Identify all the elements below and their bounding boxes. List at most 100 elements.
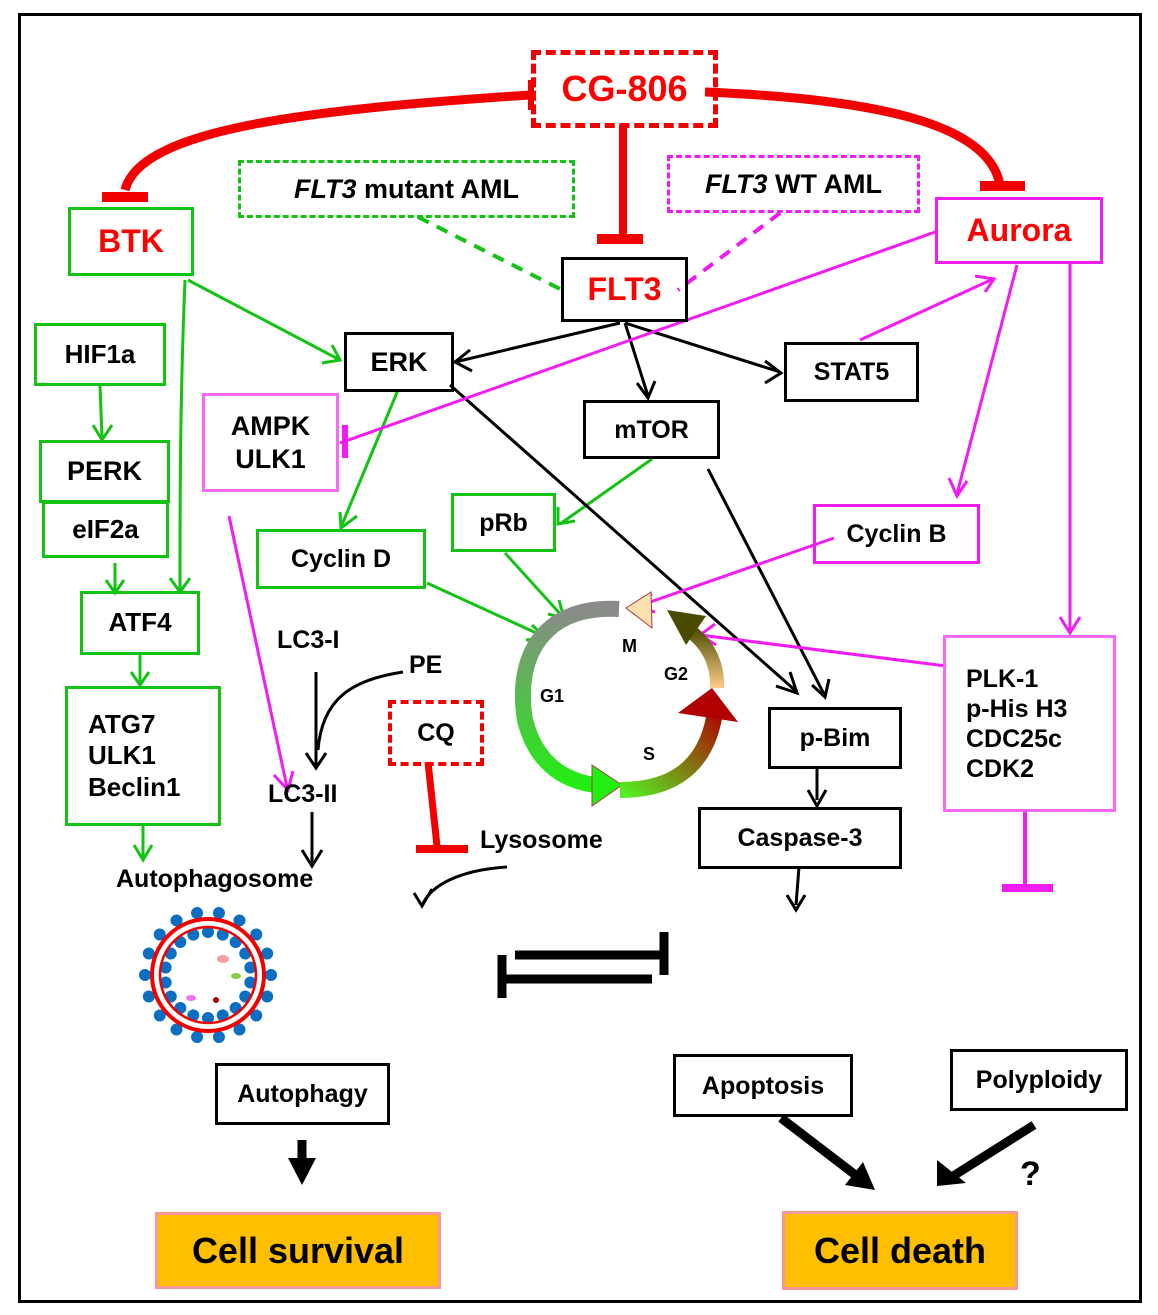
outcome-arrows bbox=[288, 1114, 1037, 1190]
node-prb[interactable]: pRb bbox=[451, 493, 556, 552]
node-label: mTOR bbox=[614, 415, 689, 444]
cargo-particle bbox=[231, 973, 241, 979]
label-lc3-ii: LC3-II bbox=[268, 780, 338, 808]
node-label: p-Bim bbox=[799, 724, 871, 752]
membrane-protein-dot bbox=[233, 1023, 246, 1036]
node-label: Cyclin D bbox=[290, 545, 392, 573]
phase-arrowhead-m bbox=[625, 591, 653, 630]
context-flt3-wt[interactable]: FLT3 WT AML bbox=[667, 155, 920, 213]
cargo-particle bbox=[186, 995, 196, 1001]
membrane-protein-dot bbox=[187, 1009, 200, 1022]
membrane-protein-dot bbox=[142, 947, 155, 960]
node-cyclin-b[interactable]: Cyclin B bbox=[813, 504, 980, 564]
membrane-protein-dot bbox=[250, 1009, 263, 1022]
membrane-protein-dot bbox=[153, 1009, 166, 1022]
node-label: ATF4 bbox=[108, 607, 172, 638]
node-cq[interactable]: CQ bbox=[388, 700, 484, 766]
process-apoptosis[interactable]: Apoptosis bbox=[673, 1054, 853, 1117]
outer-membrane bbox=[150, 917, 266, 1033]
phase-arrowhead-g2 bbox=[667, 610, 706, 645]
membrane-protein-dot bbox=[265, 969, 277, 981]
node-label-line: ULK1 bbox=[88, 740, 156, 771]
membrane-protein-dot bbox=[216, 1009, 229, 1022]
node-aurora[interactable]: Aurora bbox=[935, 197, 1103, 264]
phase-label-g2: G2 bbox=[664, 664, 688, 684]
membrane-protein-dot bbox=[244, 961, 257, 974]
inhibit-edge-cg806-aurora bbox=[704, 87, 1025, 191]
membrane-protein-dot bbox=[216, 928, 229, 941]
node-flt3[interactable]: FLT3 bbox=[561, 257, 688, 322]
node-p-bim[interactable]: p-Bim bbox=[768, 707, 902, 769]
context-flt3-mutant[interactable]: FLT3 mutant AML bbox=[238, 160, 575, 218]
gene-name: FLT3 bbox=[705, 168, 768, 199]
phase-arc-g1 bbox=[514, 600, 620, 793]
membrane-protein-dot bbox=[261, 990, 274, 1003]
outcome-label: Cell survival bbox=[191, 1229, 405, 1271]
node-caspase3[interactable]: Caspase-3 bbox=[698, 807, 902, 869]
node-label-line: CDK2 bbox=[966, 754, 1035, 783]
outcome-label: Cell death bbox=[813, 1229, 987, 1271]
label-lc3-i: LC3-I bbox=[277, 626, 340, 654]
dashed-link-mutant-flt3 bbox=[417, 215, 563, 292]
membrane-protein-dot bbox=[142, 990, 155, 1003]
node-stat5[interactable]: STAT5 bbox=[784, 342, 919, 402]
mutual-inhibition-bars bbox=[497, 932, 669, 998]
drug-cg806[interactable]: CG-806 bbox=[531, 50, 718, 128]
node-atg-complex[interactable]: ATG7 ULK1 Beclin1 bbox=[65, 686, 221, 826]
green-edges bbox=[91, 278, 653, 863]
membrane-protein-dot bbox=[212, 906, 225, 919]
node-cyclin-d[interactable]: Cyclin D bbox=[256, 529, 426, 589]
cargo-particle bbox=[217, 955, 229, 963]
membrane-protein-dot bbox=[170, 914, 183, 927]
outcome-cell-death[interactable]: Cell death bbox=[782, 1211, 1018, 1290]
phase-label-m: M bbox=[622, 636, 637, 656]
membrane-protein-dot bbox=[212, 1031, 225, 1044]
membrane-protein-dot bbox=[202, 926, 214, 938]
phase-arrowhead-g1 bbox=[591, 764, 623, 807]
node-perk[interactable]: PERK bbox=[39, 440, 170, 503]
node-eif2a[interactable]: eIF2a bbox=[42, 501, 169, 558]
membrane-protein-dot bbox=[233, 914, 246, 927]
node-label: CQ bbox=[417, 719, 455, 747]
drug-label: CG-806 bbox=[561, 68, 688, 110]
outcome-cell-survival[interactable]: Cell survival bbox=[155, 1212, 441, 1289]
membrane-protein-dot bbox=[153, 928, 166, 941]
node-label: Aurora bbox=[966, 212, 1072, 249]
node-label: HIF1a bbox=[64, 338, 136, 369]
node-label-line: PLK-1 bbox=[966, 664, 1039, 693]
node-ampk-ulk1[interactable]: AMPK ULK1 bbox=[202, 393, 339, 492]
inhibit-edge-cq-lysosome bbox=[416, 761, 468, 853]
node-label: pRb bbox=[479, 508, 528, 537]
inner-membrane bbox=[158, 925, 258, 1025]
context-text: WT AML bbox=[767, 168, 882, 199]
node-label: ERK bbox=[370, 346, 428, 377]
process-polyploidy[interactable]: Polyploidy bbox=[950, 1049, 1128, 1111]
figure-frame bbox=[18, 13, 1142, 1303]
node-btk[interactable]: BTK bbox=[68, 207, 194, 276]
membrane-protein-dot bbox=[250, 928, 263, 941]
phase-arrowhead-s bbox=[678, 688, 738, 722]
label-lysosome: Lysosome bbox=[480, 826, 603, 854]
membrane-protein-dot bbox=[159, 976, 172, 989]
membrane-protein-dot bbox=[191, 906, 204, 919]
membrane-protein-dot bbox=[202, 1012, 214, 1024]
node-plk1-complex[interactable]: PLK-1 p-His H3 CDC25c CDK2 bbox=[943, 635, 1116, 812]
node-atf4[interactable]: ATF4 bbox=[80, 591, 200, 655]
membrane-protein-dot bbox=[159, 961, 172, 974]
membrane-protein-dot bbox=[170, 1023, 183, 1036]
membrane-protein-dot bbox=[187, 928, 200, 941]
label-autophagosome: Autophagosome bbox=[116, 865, 314, 893]
node-label: Polyploidy bbox=[975, 1066, 1103, 1094]
node-mtor[interactable]: mTOR bbox=[583, 400, 720, 459]
phase-label-g1: G1 bbox=[540, 686, 564, 706]
label-pe: PE bbox=[409, 651, 443, 679]
autophagosome-icon bbox=[139, 906, 277, 1044]
membrane-protein-dot bbox=[139, 969, 151, 981]
process-autophagy[interactable]: Autophagy bbox=[215, 1063, 390, 1125]
node-label: eIF2a bbox=[72, 513, 139, 544]
node-erk[interactable]: ERK bbox=[344, 332, 454, 392]
dashed-link-wt-flt3 bbox=[676, 211, 782, 292]
phase-arc-s bbox=[619, 703, 724, 798]
node-hif1a[interactable]: HIF1a bbox=[34, 323, 166, 386]
